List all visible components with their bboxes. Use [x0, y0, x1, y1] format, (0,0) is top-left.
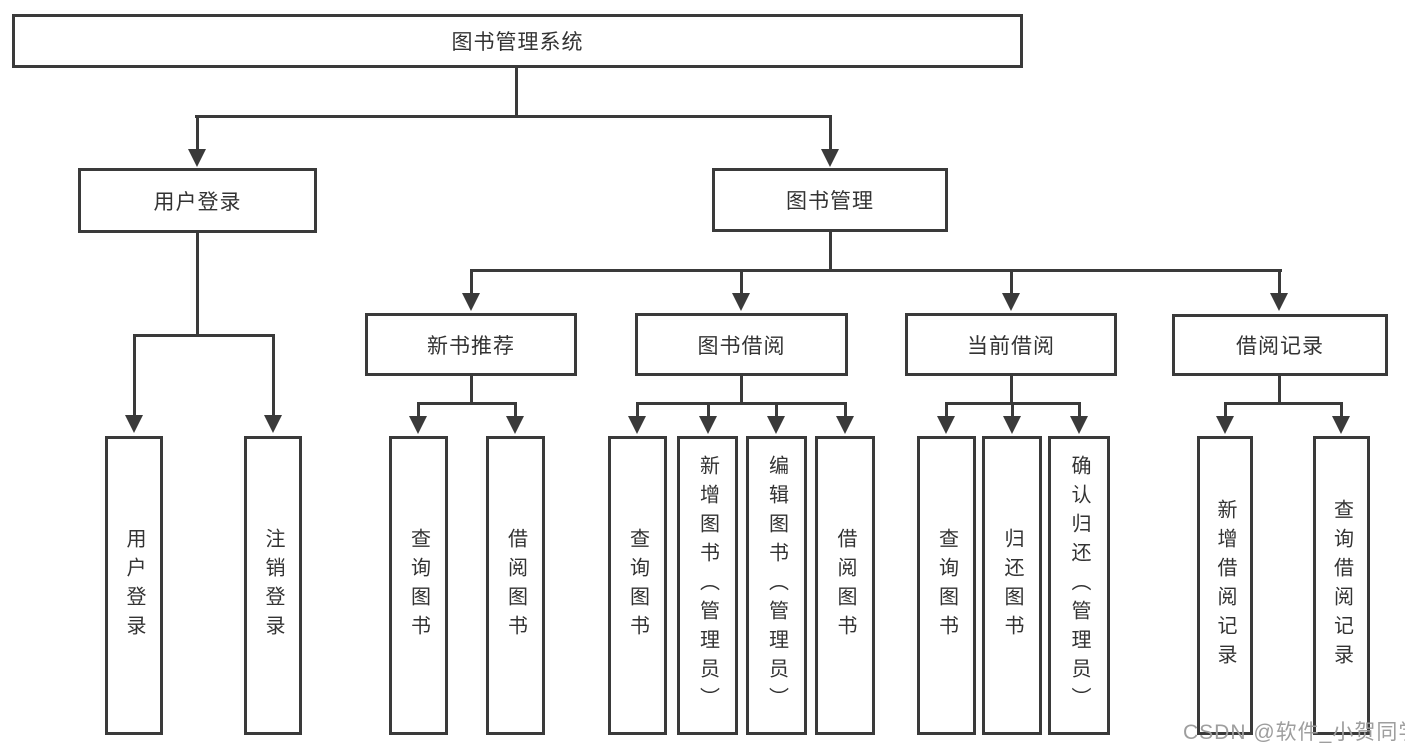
arrow-down-icon — [937, 416, 955, 434]
node-current-borrow: 当前借阅 — [905, 313, 1117, 376]
node-current-borrow-label: 当前借阅 — [967, 334, 1055, 358]
arrow-down-icon — [462, 293, 480, 311]
leaf-current-return-books-label: 归还图书 — [1001, 527, 1023, 644]
node-root-label: 图书管理系统 — [451, 31, 584, 54]
connector-line — [740, 269, 743, 295]
connector-line — [1078, 402, 1081, 417]
arrow-down-icon — [188, 149, 206, 167]
connector-line — [133, 334, 136, 416]
arrow-down-icon — [836, 416, 854, 434]
leaf-borrow-query-books: 查询图书 — [608, 436, 667, 735]
connector-line — [1278, 269, 1281, 295]
leaf-borrow-edit-books-admin: 编辑图书（管理员） — [746, 436, 807, 735]
node-user-login-label: 用户登录 — [153, 190, 242, 214]
leaf-user-login: 用户登录 — [105, 436, 163, 735]
arrow-down-icon — [1270, 293, 1288, 311]
connector-line — [470, 269, 1282, 272]
node-root: 图书管理系统 — [12, 14, 1023, 68]
connector-line — [1340, 402, 1343, 417]
leaf-current-confirm-return-admin-label: 确认归还（管理员） — [1068, 455, 1090, 716]
leaf-records-add-record: 新增借阅记录 — [1197, 436, 1253, 735]
connector-line — [1010, 269, 1013, 295]
connector-line — [196, 115, 199, 151]
arrow-down-icon — [1070, 416, 1088, 434]
arrow-down-icon — [732, 293, 750, 311]
leaf-logout: 注销登录 — [244, 436, 302, 735]
connector-line — [272, 334, 275, 416]
connector-line — [829, 232, 832, 271]
leaf-current-query-books: 查询图书 — [917, 436, 976, 735]
connector-line — [133, 334, 275, 337]
leaf-borrow-borrow-books: 借阅图书 — [815, 436, 875, 735]
node-new-books-label: 新书推荐 — [427, 334, 515, 358]
connector-line — [636, 402, 846, 405]
arrow-down-icon — [1003, 416, 1021, 434]
node-book-borrow-label: 图书借阅 — [697, 334, 786, 358]
connector-line — [470, 374, 473, 404]
arrow-down-icon — [767, 416, 785, 434]
arrow-down-icon — [1216, 416, 1234, 434]
connector-line — [470, 269, 473, 295]
leaf-newbooks-borrow-books-label: 借阅图书 — [504, 527, 527, 644]
connector-line — [775, 402, 778, 417]
leaf-borrow-add-books-admin-label: 新增图书（管理员） — [696, 455, 719, 716]
connector-line — [945, 402, 948, 417]
node-book-mgmt-label: 图书管理 — [786, 190, 874, 213]
connector-line — [829, 115, 832, 151]
leaf-newbooks-query-books-label: 查询图书 — [407, 527, 430, 644]
leaf-borrow-borrow-books-label: 借阅图书 — [834, 527, 856, 644]
node-borrow-records: 借阅记录 — [1172, 314, 1388, 376]
arrow-down-icon — [125, 415, 143, 433]
connector-line — [1224, 402, 1342, 405]
leaf-logout-label: 注销登录 — [262, 527, 284, 644]
connector-line — [1224, 402, 1227, 417]
connector-line — [417, 402, 517, 405]
connector-line — [1011, 402, 1014, 417]
leaf-current-query-books-label: 查询图书 — [935, 527, 958, 644]
connector-line — [707, 402, 710, 417]
connector-line — [740, 374, 743, 404]
connector-line — [1010, 374, 1013, 404]
connector-line — [417, 402, 420, 417]
connector-line — [514, 402, 517, 417]
csdn-watermark: CSDN @软件_小贺同学 — [1183, 721, 1405, 744]
arrow-down-icon — [264, 415, 282, 433]
connector-line — [195, 115, 832, 118]
connector-line — [196, 233, 199, 336]
leaf-records-add-record-label: 新增借阅记录 — [1214, 498, 1236, 673]
node-book-borrow: 图书借阅 — [635, 313, 848, 376]
leaf-current-return-books: 归还图书 — [982, 436, 1042, 735]
leaf-newbooks-query-books: 查询图书 — [389, 436, 448, 735]
leaf-records-query-record: 查询借阅记录 — [1313, 436, 1370, 735]
node-user-login: 用户登录 — [78, 168, 317, 233]
leaf-borrow-add-books-admin: 新增图书（管理员） — [677, 436, 738, 735]
arrow-down-icon — [1002, 293, 1020, 311]
node-book-mgmt: 图书管理 — [712, 168, 948, 232]
node-new-books: 新书推荐 — [365, 313, 577, 376]
leaf-records-query-record-label: 查询借阅记录 — [1330, 498, 1353, 673]
connector-line — [844, 402, 847, 417]
connector-line — [1278, 374, 1281, 404]
leaf-current-confirm-return-admin: 确认归还（管理员） — [1048, 436, 1110, 735]
arrow-down-icon — [628, 416, 646, 434]
connector-line — [515, 66, 518, 117]
connector-line — [636, 402, 639, 417]
arrow-down-icon — [409, 416, 427, 434]
arrow-down-icon — [699, 416, 717, 434]
arrow-down-icon — [821, 149, 839, 167]
node-borrow-records-label: 借阅记录 — [1236, 335, 1324, 358]
leaf-user-login-label: 用户登录 — [123, 527, 145, 644]
leaf-newbooks-borrow-books: 借阅图书 — [486, 436, 545, 735]
arrow-down-icon — [1332, 416, 1350, 434]
arrow-down-icon — [506, 416, 524, 434]
leaf-borrow-edit-books-admin-label: 编辑图书（管理员） — [765, 455, 788, 716]
leaf-borrow-query-books-label: 查询图书 — [626, 527, 649, 644]
